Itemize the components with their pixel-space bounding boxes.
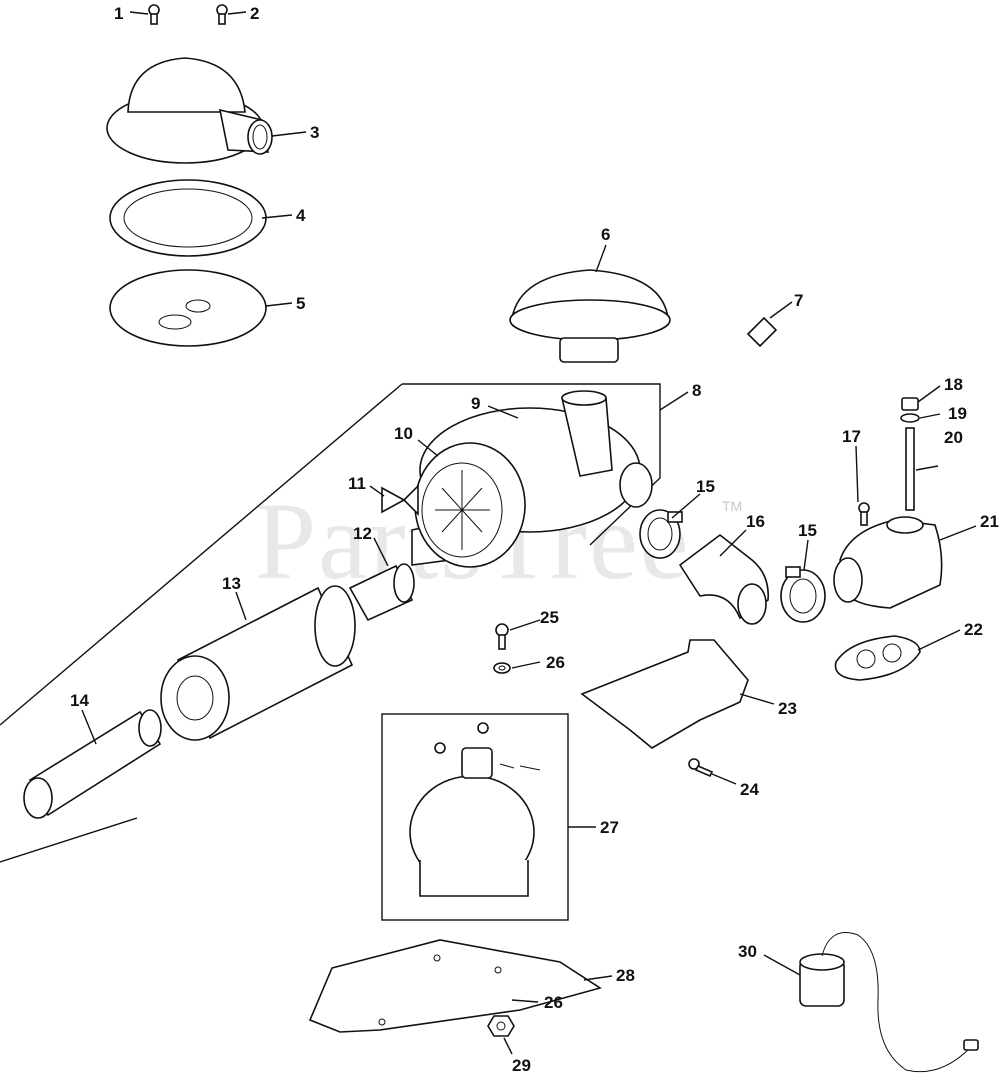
callout-14: 14	[70, 691, 89, 710]
callout-21: 21	[980, 512, 999, 531]
part-nut-29[interactable]	[487, 1015, 515, 1037]
callout-19: 19	[948, 404, 967, 423]
part-nut-18[interactable]	[901, 397, 919, 411]
part-cover-3[interactable]	[106, 57, 273, 164]
part-plate-5[interactable]	[109, 269, 267, 347]
part-adapter-21[interactable]	[833, 516, 943, 609]
watermark-trademark: TM	[722, 498, 743, 514]
callout-15b: 15	[798, 521, 817, 540]
part-sensor-30[interactable]	[799, 932, 979, 1073]
part-valve-7[interactable]	[746, 316, 778, 348]
callout-26b: 26	[544, 993, 563, 1012]
leader-lines	[81, 11, 977, 1055]
part-gasket-4[interactable]	[109, 179, 267, 257]
part-stud-20[interactable]	[905, 427, 915, 511]
part-filter-13[interactable]	[160, 585, 356, 741]
part-valve-11[interactable]	[381, 484, 419, 516]
callout-30: 30	[738, 942, 757, 961]
callout-15a: 15	[696, 477, 715, 496]
part-elbow-16[interactable]	[678, 533, 769, 625]
callout-24: 24	[740, 780, 759, 799]
part-bracket-23[interactable]	[580, 639, 749, 749]
part-endcap-10[interactable]	[414, 442, 526, 568]
callout-28: 28	[616, 966, 635, 985]
part-precleaner-6[interactable]	[509, 269, 671, 363]
callout-7: 7	[794, 291, 803, 310]
callout-13: 13	[222, 574, 241, 593]
callout-23: 23	[778, 699, 797, 718]
part-washer-19[interactable]	[900, 413, 920, 423]
callout-4: 4	[296, 206, 306, 225]
part-sleeve-12[interactable]	[348, 563, 415, 622]
callout-8: 8	[692, 381, 701, 400]
callout-20: 20	[944, 428, 963, 447]
part-washer-26a[interactable]	[493, 662, 511, 674]
callout-16: 16	[746, 512, 765, 531]
part-gasket-22[interactable]	[834, 635, 921, 681]
part-band-27[interactable]	[381, 713, 569, 921]
part-screw-25[interactable]	[495, 623, 509, 650]
callout-5: 5	[296, 294, 305, 313]
part-clamp-15b[interactable]	[780, 566, 826, 623]
assembly-box-outline	[0, 383, 661, 863]
callout-6: 6	[601, 225, 610, 244]
callout-3: 3	[310, 123, 319, 142]
callout-29: 29	[512, 1056, 531, 1075]
callout-12: 12	[353, 524, 372, 543]
callout-9: 9	[471, 394, 480, 413]
callout-27: 27	[600, 818, 619, 837]
callout-10: 10	[394, 424, 413, 443]
callout-18: 18	[944, 375, 963, 394]
callout-17: 17	[842, 427, 861, 446]
callout-22: 22	[964, 620, 983, 639]
part-filter-14[interactable]	[23, 709, 162, 819]
part-screw-24[interactable]	[688, 758, 714, 778]
part-screw-1[interactable]	[148, 4, 160, 25]
callout-25: 25	[540, 608, 559, 627]
callout-labels: 1 2 3 4 5 6 7 8 9 10 11 12 13 14 15 16 1…	[70, 4, 999, 1075]
callout-26a: 26	[546, 653, 565, 672]
part-clamp-15a[interactable]	[639, 509, 683, 559]
part-bracket-28[interactable]	[308, 939, 602, 1033]
part-bolt-17[interactable]	[858, 502, 870, 526]
callout-11: 11	[348, 474, 366, 493]
callout-1: 1	[114, 4, 123, 23]
callout-2: 2	[250, 4, 259, 23]
part-screw-2[interactable]	[216, 4, 228, 25]
